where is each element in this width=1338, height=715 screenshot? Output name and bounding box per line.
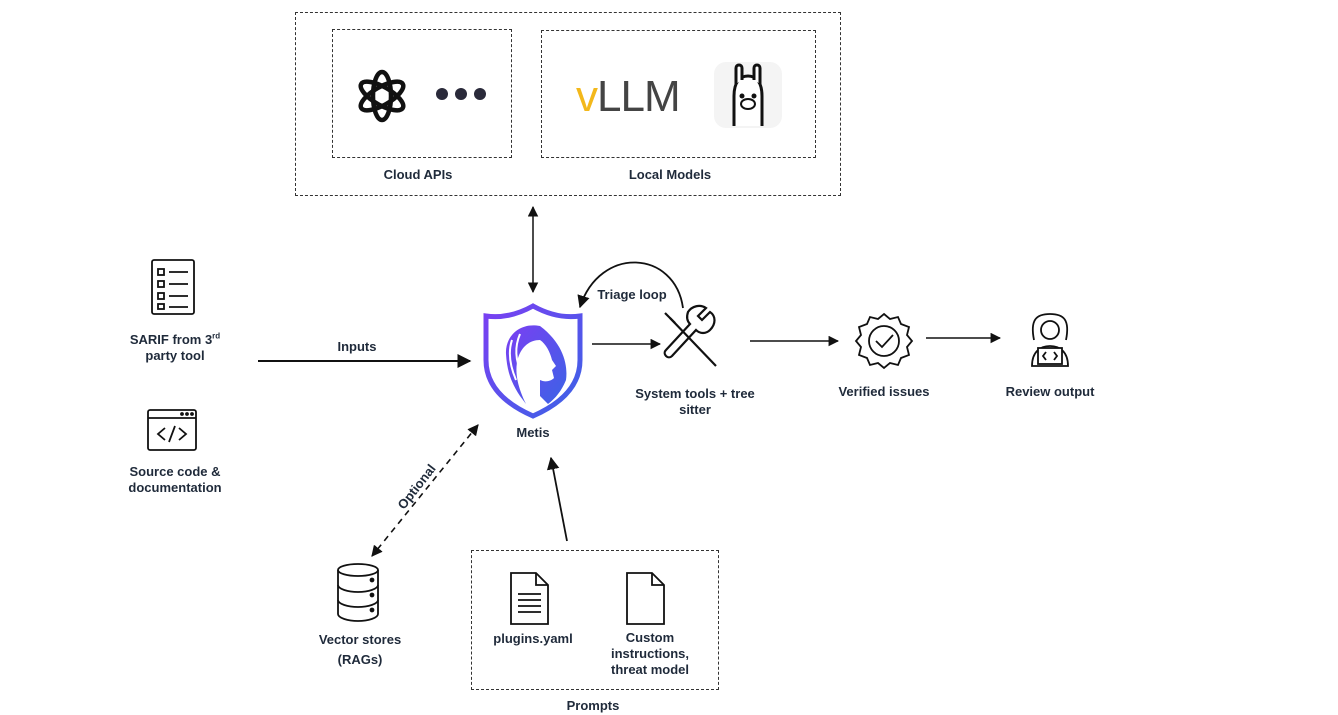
prompts-arrow [546, 456, 568, 542]
metis-shield-icon [483, 303, 583, 419]
local-models-box [541, 30, 816, 158]
vllm-logo: vLLM [576, 72, 681, 121]
source-code-icon [147, 409, 197, 451]
reviewer-icon [1031, 313, 1069, 367]
vector-store-database-icon [337, 563, 379, 622]
system-tools-label: System tools + tree sitter [635, 386, 755, 417]
optional-arrow [371, 424, 479, 557]
ollama-logo-icon [714, 62, 782, 128]
local-models-label: Local Models [628, 167, 712, 182]
metis-label: Metis [516, 425, 550, 440]
system-tools-icon [663, 304, 717, 367]
custom-instructions-file-icon [626, 572, 665, 625]
prompts-box [471, 550, 719, 690]
vector-stores-label: Vector stores (RAGs) [318, 632, 402, 667]
more-icon [436, 88, 486, 100]
review-output-label: Review output [1005, 384, 1095, 399]
triage-loop-arrow [577, 261, 684, 309]
plugins-yaml-label: plugins.yaml [493, 631, 573, 646]
source-code-label: Source code & documentation [128, 464, 222, 495]
custom-instructions-label: Custom instructions, threat model [610, 630, 689, 677]
prompts-label: Prompts [566, 698, 620, 713]
plugins-yaml-file-icon [510, 572, 549, 625]
model-providers-group [295, 12, 841, 196]
cloud-apis-box [332, 29, 512, 158]
triage-loop-edge-label: Triage loop [597, 287, 667, 302]
verified-badge-icon [854, 312, 914, 370]
inputs-edge-label: Inputs [337, 339, 377, 354]
sarif-document-icon [151, 259, 195, 315]
sarif-label: SARIF from 3rd party tool [129, 331, 221, 363]
verified-issues-label: Verified issues [838, 384, 930, 399]
cloud-apis-label: Cloud APIs [383, 167, 453, 182]
